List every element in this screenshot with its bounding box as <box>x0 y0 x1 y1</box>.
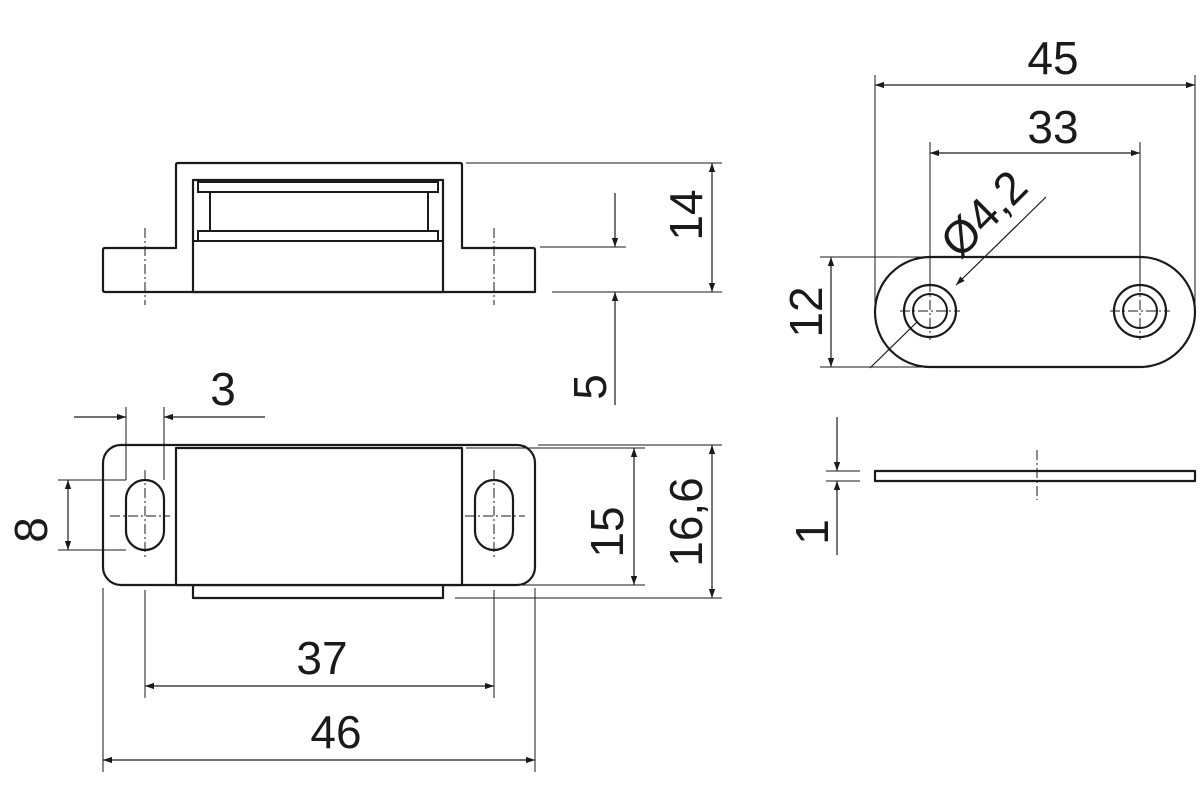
dim-label-1: 1 <box>786 519 838 545</box>
plate-top-view <box>873 255 1197 369</box>
front-view <box>101 161 537 305</box>
dimension-8: 8 <box>5 479 126 551</box>
dim-label-5: 5 <box>564 374 616 400</box>
dimension-12: 12 <box>780 256 930 368</box>
dimension-1: 1 <box>786 417 860 555</box>
dim-label-46: 46 <box>310 706 361 758</box>
dim-label-12: 12 <box>780 286 832 337</box>
dimension-3: 3 <box>74 363 265 480</box>
dimension-15: 15 <box>466 447 645 586</box>
dim-label-45: 45 <box>1027 32 1078 84</box>
dimension-37: 37 <box>144 590 495 698</box>
dim-label-hole-diameter: Ø4,2 <box>930 160 1037 267</box>
dim-label-33: 33 <box>1027 101 1078 153</box>
dim-label-15: 15 <box>581 506 633 557</box>
dimension-33: 33 <box>929 101 1141 285</box>
dim-label-3: 3 <box>210 363 236 415</box>
dim-label-16-6: 16,6 <box>660 477 712 567</box>
dimension-46: 46 <box>102 588 536 772</box>
dim-label-8: 8 <box>5 517 57 543</box>
dimension-16-6: 16,6 <box>455 444 722 599</box>
dim-label-14: 14 <box>660 189 712 240</box>
plate-side-view <box>873 450 1197 500</box>
dim-label-37: 37 <box>296 632 347 684</box>
dimension-45: 45 <box>874 32 1196 312</box>
dimension-5: 5 <box>540 193 626 405</box>
dimension-14: 14 <box>466 162 722 293</box>
top-view <box>101 443 537 600</box>
